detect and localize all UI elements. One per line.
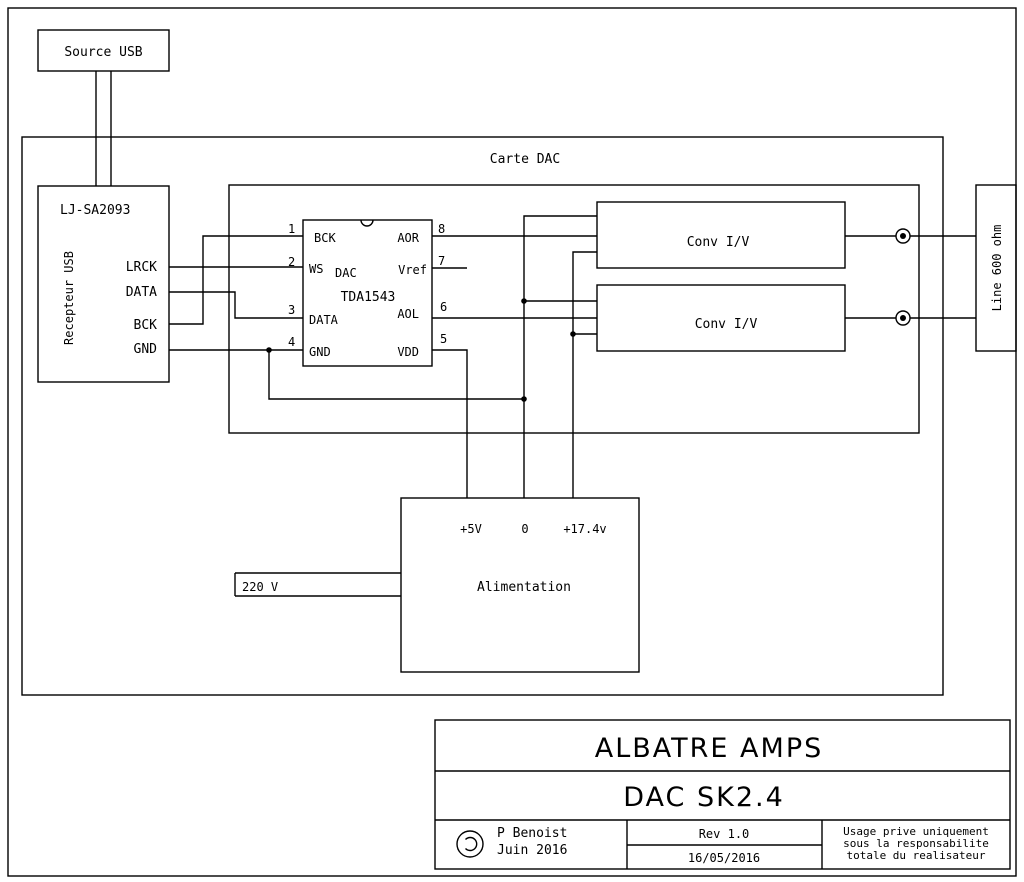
source-usb-label: Source USB xyxy=(64,45,142,60)
dac-pin-gnd: GND xyxy=(309,345,331,359)
junction-dot xyxy=(570,331,576,337)
rail-plus5: +5V xyxy=(460,522,482,536)
usb-receiver-box xyxy=(37,185,170,383)
usage-notice-line: sous la responsabilite xyxy=(843,837,989,850)
wire-data xyxy=(169,291,303,319)
company-name: ALBATRE AMPS xyxy=(595,733,824,764)
signal-section xyxy=(228,184,920,434)
line-output-label: Line 600 ohm xyxy=(990,225,1004,312)
dac-pin-ws: WS xyxy=(309,262,323,276)
junction-dot xyxy=(521,298,527,304)
usage-notice-line: totale du realisateur xyxy=(846,849,985,862)
dac-chip xyxy=(302,219,433,367)
line-output-box xyxy=(975,184,1017,352)
conv-iv-bottom-label: Conv I/V xyxy=(695,317,758,332)
source-usb-box xyxy=(37,29,170,72)
revision-date: 16/05/2016 xyxy=(688,851,760,865)
usage-notice-line: Usage prive uniquement xyxy=(843,825,989,838)
author-date: Juin 2016 xyxy=(497,843,567,858)
project-name: DAC SK2.4 xyxy=(623,782,785,813)
rail-plus17: +17.4v xyxy=(563,522,606,536)
pin-number-7: 7 xyxy=(438,254,445,268)
receiver-pin-gnd: GND xyxy=(134,342,158,357)
receiver-pin-bck: BCK xyxy=(134,318,158,333)
carte-dac-label: Carte DAC xyxy=(490,152,560,167)
pin-number-1: 1 xyxy=(288,222,295,236)
dac-part-number: TDA1543 xyxy=(341,290,396,305)
pin-number-3: 3 xyxy=(288,303,295,317)
wire-gnd-return xyxy=(268,350,524,400)
rca-jack-bottom-center xyxy=(900,315,906,321)
revision-number: Rev 1.0 xyxy=(699,827,750,841)
dac-pin-aol: AOL xyxy=(397,307,419,321)
dac-label: DAC xyxy=(335,266,357,280)
wire-supply-rail xyxy=(572,251,597,498)
rail-zero: 0 xyxy=(521,522,528,536)
receiver-model: LJ-SA2093 xyxy=(60,203,130,218)
power-supply-box xyxy=(400,497,640,673)
wire-vdd xyxy=(432,349,468,498)
conv-iv-top xyxy=(596,201,846,269)
author-name: P Benoist xyxy=(497,826,567,841)
rca-jack-top-center xyxy=(900,233,906,239)
receiver-title: Recepteur USB xyxy=(62,251,76,345)
wire-ground-rail xyxy=(523,215,597,498)
pin-number-5: 5 xyxy=(440,332,447,346)
title-block xyxy=(434,719,1011,870)
receiver-pin-lrck: LRCK xyxy=(126,260,157,275)
pin-number-6: 6 xyxy=(440,300,447,314)
dac-pin-vref: Vref xyxy=(398,263,427,277)
copyleft-icon xyxy=(456,830,484,858)
dac-pin-vdd: VDD xyxy=(397,345,419,359)
receiver-pin-data: DATA xyxy=(126,285,157,300)
dac-pin-bck: BCK xyxy=(314,231,336,245)
carte-dac-board xyxy=(21,136,944,696)
pin-number-4: 4 xyxy=(288,335,295,349)
dac-pin-aor: AOR xyxy=(397,231,419,245)
dac-chip-notch xyxy=(360,219,374,227)
drawing-frame xyxy=(7,7,1017,877)
power-supply-label: Alimentation xyxy=(477,580,571,595)
pin-number-2: 2 xyxy=(288,255,295,269)
pin-number-8: 8 xyxy=(438,222,445,236)
mains-voltage-label: 220 V xyxy=(242,580,278,594)
conv-iv-top-label: Conv I/V xyxy=(687,235,750,250)
dac-pin-data: DATA xyxy=(309,313,339,327)
wire-bck xyxy=(169,235,303,325)
junction-dot xyxy=(521,396,527,402)
